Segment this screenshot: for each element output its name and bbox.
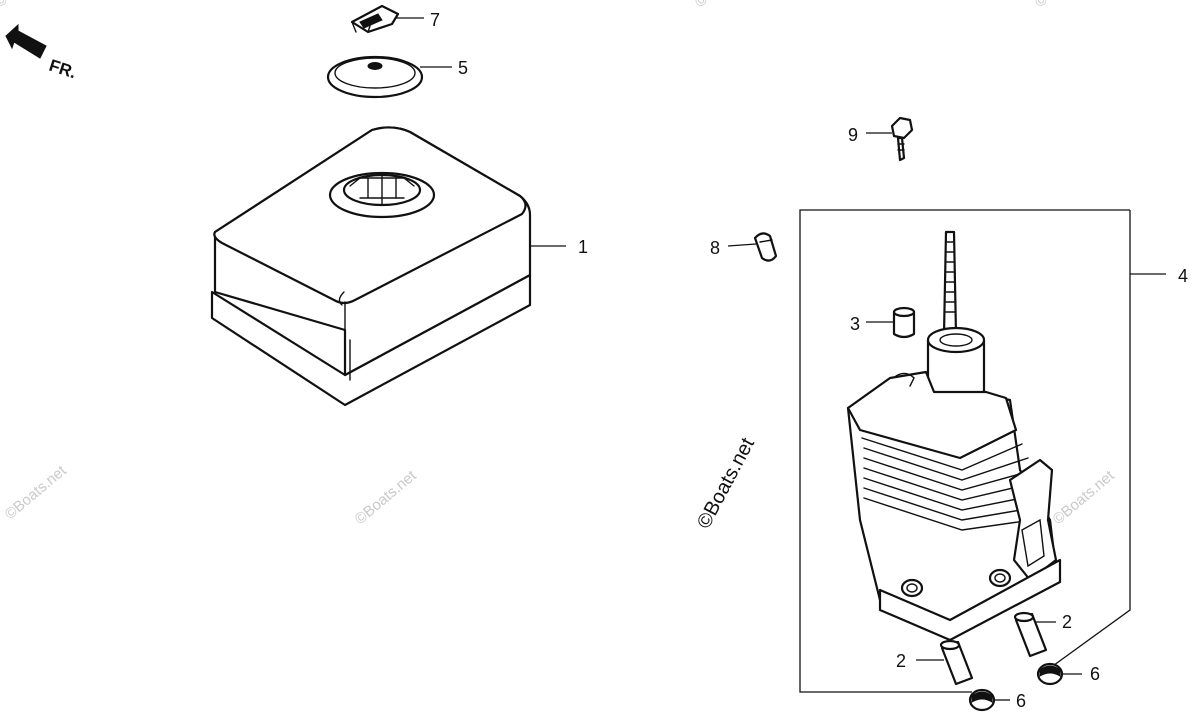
watermark: ©Boats.net <box>1032 0 1101 11</box>
part-1-cover <box>210 126 532 407</box>
callout-6a: 6 <box>1090 664 1100 684</box>
callout-5: 5 <box>458 58 468 78</box>
callout-8: 8 <box>710 238 720 258</box>
callout-1: 1 <box>578 237 588 257</box>
callout-4: 4 <box>1178 266 1188 286</box>
part-6-cap-bottom <box>968 688 996 712</box>
part-2-tube-lower <box>939 639 974 686</box>
watermark: ©Boats.net <box>692 0 761 11</box>
part-2-tube-upper <box>1013 611 1048 658</box>
part-7-clip <box>350 4 400 34</box>
watermark: ©Boats.net <box>0 0 60 11</box>
callout-2a: 2 <box>1062 612 1072 632</box>
front-direction-arrow-icon <box>5 23 47 59</box>
watermark: ©Boats.net <box>2 462 71 523</box>
part-8-cap <box>753 232 778 262</box>
assembly-4-bracket <box>799 209 1131 693</box>
watermark-main: ©Boats.net <box>693 434 759 532</box>
part-5-gasket <box>326 55 424 99</box>
part-9-bolt <box>890 116 914 162</box>
front-direction-label: FR. <box>47 56 79 83</box>
callout-9: 9 <box>848 125 858 145</box>
part-6-cap-right <box>1036 662 1064 686</box>
callout-6b: 6 <box>1016 691 1026 711</box>
watermark: ©Boats.net <box>1050 467 1119 528</box>
callout-7: 7 <box>430 10 440 30</box>
part-3-pin <box>892 306 916 339</box>
callout-3: 3 <box>850 314 860 334</box>
callout-2b: 2 <box>896 651 906 671</box>
watermark: ©Boats.net <box>352 467 421 528</box>
part-4-assembly <box>846 230 1062 642</box>
leader-8 <box>727 243 757 247</box>
